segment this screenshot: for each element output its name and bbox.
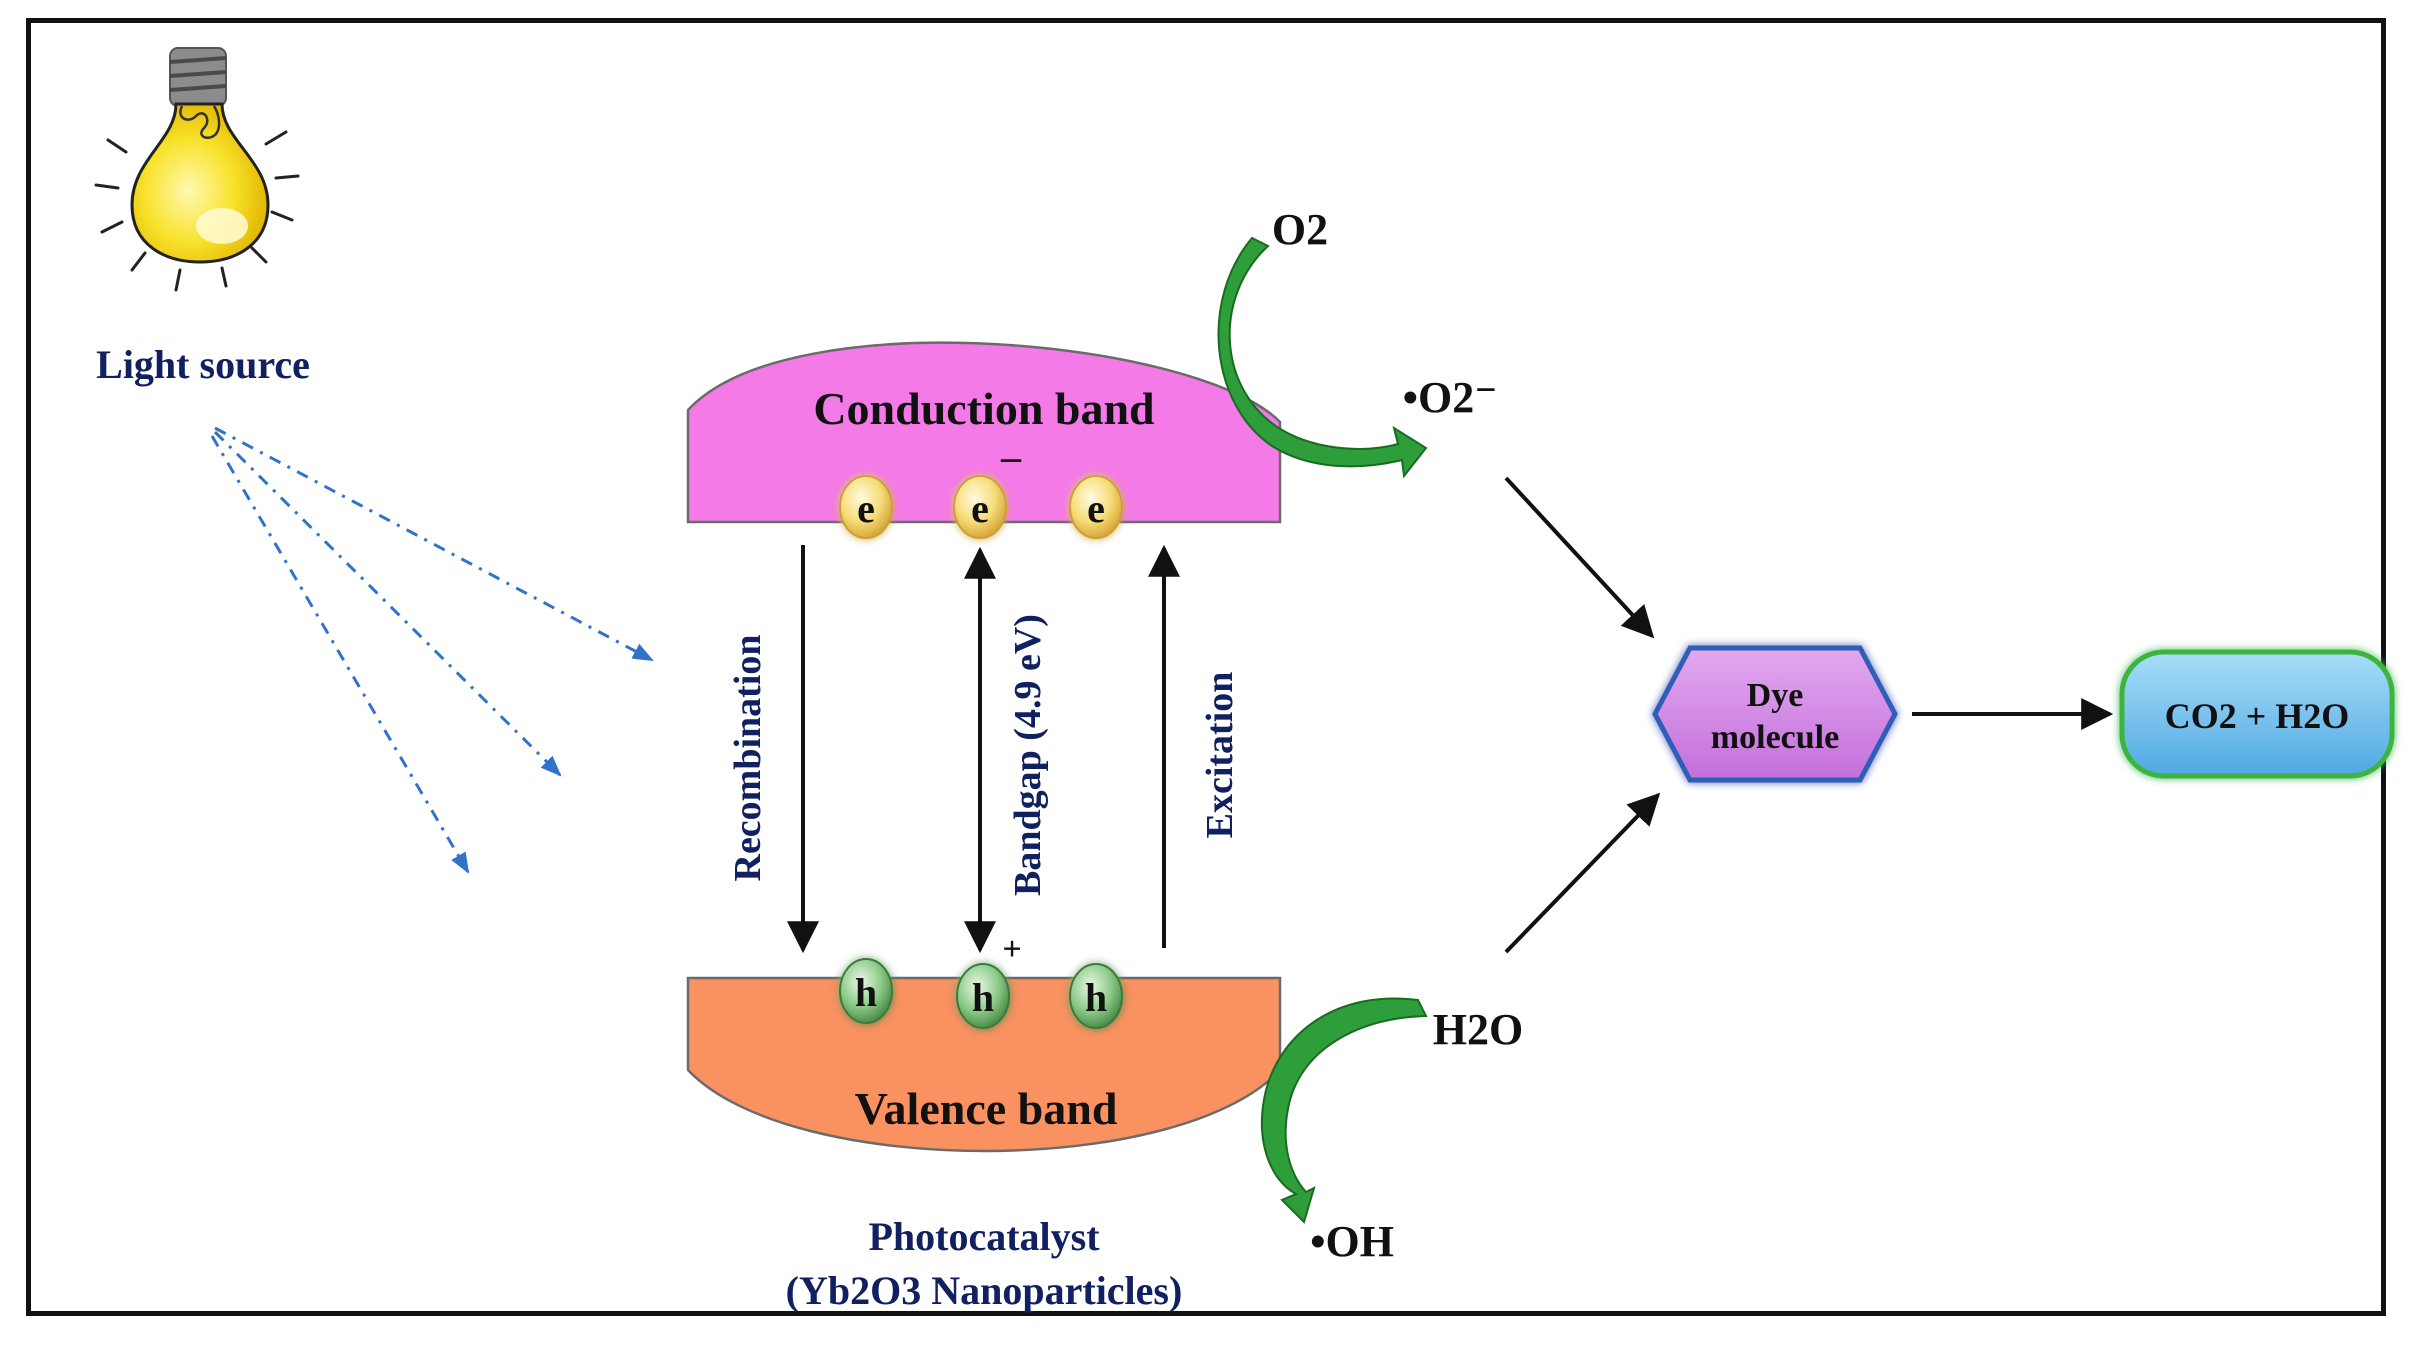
valence-band — [686, 976, 1282, 1153]
svg-text:e: e — [1087, 486, 1105, 531]
superoxide-label: •O2⁻ — [1403, 373, 1498, 422]
svg-text:e: e — [971, 486, 989, 531]
vb-charge-sign: + — [1002, 931, 1021, 968]
dye-label-line1: Dye — [1747, 677, 1804, 714]
products-label: CO2 + H2O — [2165, 696, 2350, 736]
water-oxidation-arrow — [1260, 997, 1428, 1224]
excitation-label: Excitation — [1199, 672, 1241, 839]
hole: h — [1069, 963, 1123, 1029]
o2-label: O2 — [1272, 205, 1328, 254]
light-rays — [210, 426, 654, 874]
cb-charge-sign: – — [1000, 434, 1022, 479]
hole: h — [839, 958, 893, 1024]
products-box: CO2 + H2O — [2119, 649, 2395, 779]
electron: e — [839, 475, 893, 539]
recombination-label: Recombination — [727, 635, 769, 882]
dye-molecule: Dye molecule — [1652, 645, 1898, 783]
svg-text:h: h — [855, 970, 877, 1015]
hydroxyl-to-dye-arrow — [1504, 792, 1661, 954]
conduction-band-label: Conduction band — [813, 383, 1155, 434]
nanoparticles-label: (Yb2O3 Nanoparticles) — [786, 1268, 1183, 1313]
photocatalyst-label: Photocatalyst — [868, 1214, 1100, 1259]
valence-band-label: Valence band — [855, 1083, 1118, 1134]
electron: e — [1069, 475, 1123, 539]
light-source-label: Light source — [96, 342, 310, 387]
svg-text:h: h — [972, 975, 994, 1020]
light-bulb-icon — [94, 47, 300, 292]
h2o-label: H2O — [1433, 1005, 1523, 1054]
oxygen-reduction-arrow — [1217, 236, 1428, 479]
hole: h — [956, 963, 1010, 1029]
electron: e — [953, 475, 1007, 539]
dye-label-line2: molecule — [1711, 719, 1839, 756]
svg-text:e: e — [857, 486, 875, 531]
bandgap-label: Bandgap (4.9 eV) — [1007, 614, 1049, 896]
superoxide-to-dye-arrow — [1504, 476, 1655, 639]
svg-text:h: h — [1085, 975, 1107, 1020]
hydroxyl-label: •OH — [1310, 1217, 1394, 1266]
